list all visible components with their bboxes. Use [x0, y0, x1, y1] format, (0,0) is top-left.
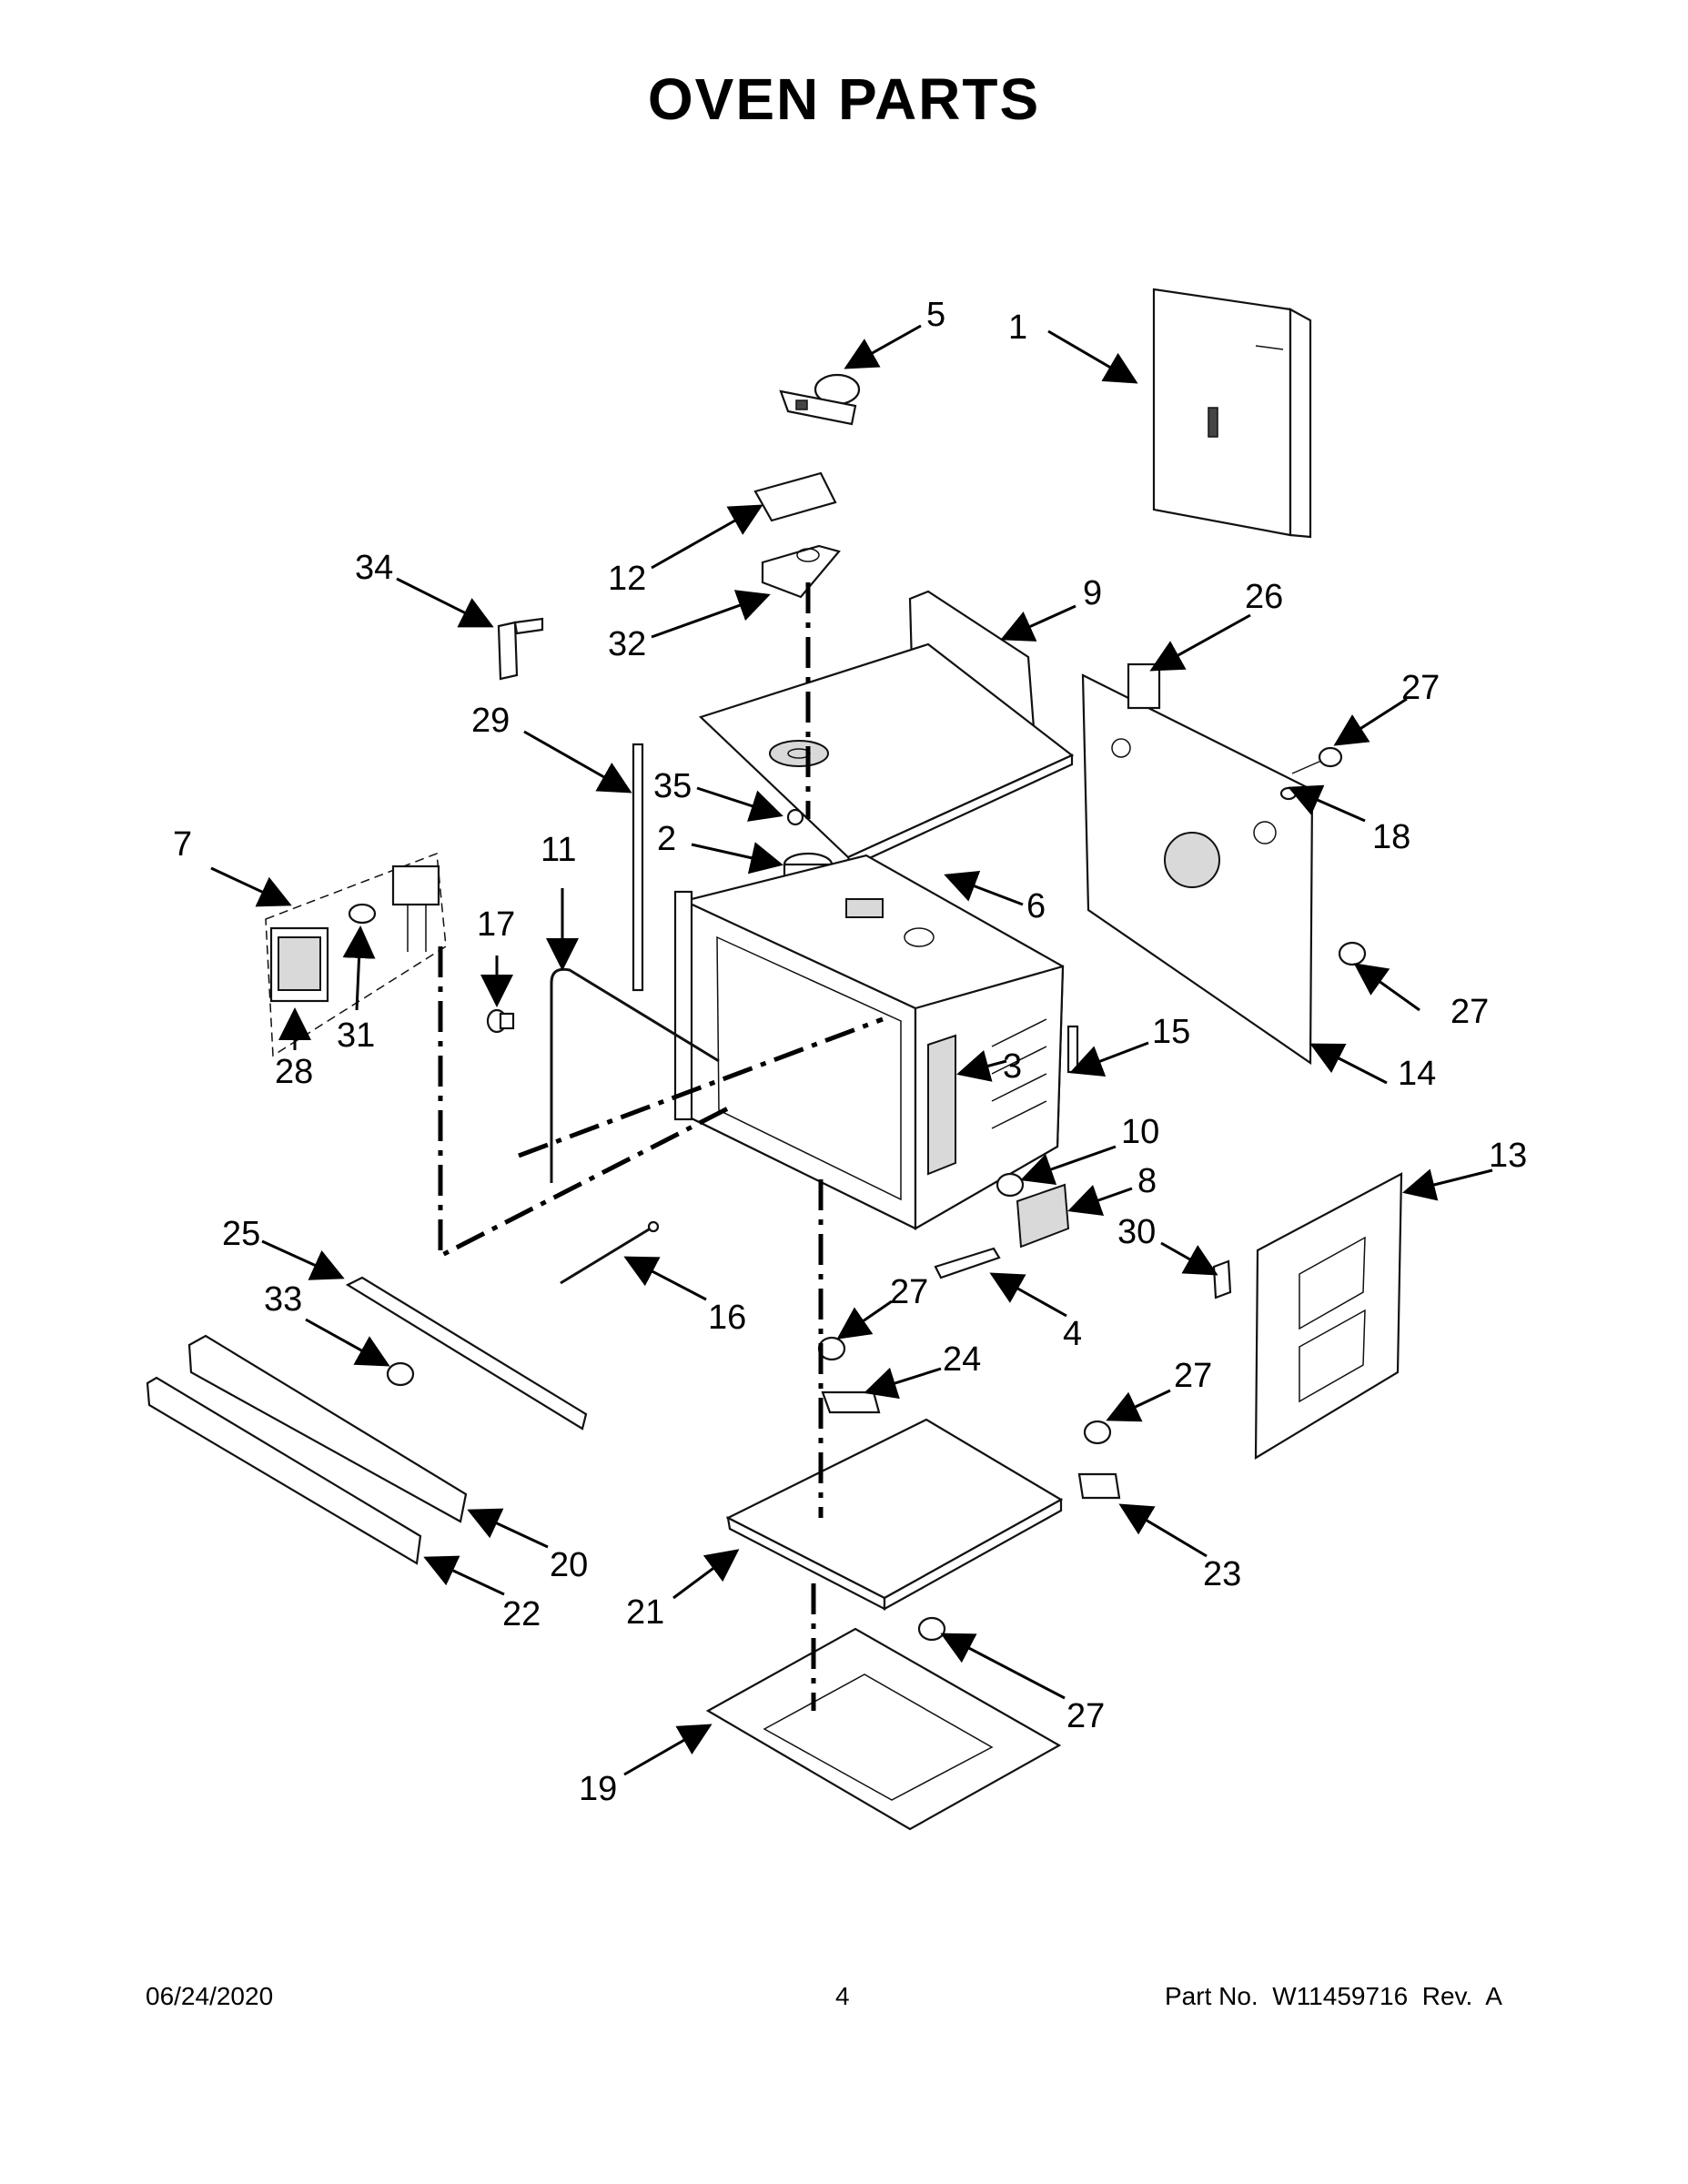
callout-11: 11: [541, 831, 576, 869]
callout-31: 31: [337, 1016, 375, 1055]
callout-20: 20: [550, 1546, 588, 1584]
callout-9: 9: [1083, 574, 1102, 612]
leader-arrows: [210, 324, 1493, 1776]
callout-26: 26: [1245, 578, 1283, 616]
callout-33: 33: [264, 1280, 302, 1319]
part-kit-group: [265, 852, 447, 1057]
callout-4: 4: [1063, 1315, 1082, 1353]
part-front-trims: [146, 1276, 588, 1565]
callout-labels: 1 5 12 32 34 9 26 27 18 29 35 2 6 27 14 …: [173, 296, 1527, 1808]
callout-23: 23: [1203, 1555, 1241, 1593]
callout-30: 30: [1117, 1213, 1156, 1251]
callout-27c: 27: [890, 1273, 928, 1311]
callout-17: 17: [477, 905, 515, 944]
page-title: OVEN PARTS: [647, 66, 1041, 132]
part-bottom-panel: [725, 1418, 1064, 1611]
callout-27d: 27: [1174, 1357, 1212, 1395]
part-knob: [486, 1008, 515, 1034]
callout-34: 34: [355, 549, 393, 587]
part-small-bracket: [497, 617, 544, 681]
part-back-panel: [1152, 288, 1312, 539]
part-right-side-panel: [1254, 1172, 1403, 1460]
callout-19: 19: [579, 1770, 617, 1808]
callout-12: 12: [608, 560, 646, 598]
part-oven-floor: [705, 1627, 1062, 1831]
part-vertical-strip: [632, 743, 644, 992]
callout-27a: 27: [1401, 669, 1440, 707]
callout-18: 18: [1372, 818, 1410, 856]
footer-date: 06/24/2020: [146, 1982, 274, 2010]
callout-1: 1: [1008, 308, 1027, 347]
callout-5: 5: [926, 296, 945, 334]
callout-14: 14: [1398, 1055, 1436, 1093]
part-top-brackets: [753, 471, 841, 599]
callout-22: 22: [502, 1595, 541, 1633]
callout-13: 13: [1489, 1137, 1527, 1175]
callout-15: 15: [1152, 1013, 1190, 1051]
part-screws-right: [1279, 746, 1367, 966]
callout-24: 24: [943, 1340, 981, 1379]
callout-2: 2: [657, 820, 676, 858]
callout-7: 7: [173, 825, 192, 864]
callout-28: 28: [275, 1053, 313, 1091]
callout-21: 21: [626, 1593, 664, 1632]
part-hinge: [934, 1247, 1001, 1279]
part-clip: [1212, 1259, 1232, 1299]
alignment-lines: [438, 582, 884, 1711]
callout-27b: 27: [1450, 993, 1489, 1031]
part-sensor-probe: [560, 1220, 660, 1285]
part-top-panel: [698, 642, 1075, 868]
callout-32: 32: [608, 625, 646, 663]
callout-27e: 27: [1066, 1697, 1105, 1735]
callout-6: 6: [1026, 887, 1046, 925]
footer-page-number: 4: [835, 1982, 850, 2010]
callout-16: 16: [708, 1299, 746, 1337]
part-oven-cavity: [673, 854, 1065, 1230]
callout-3: 3: [1003, 1047, 1022, 1086]
callout-35: 35: [653, 767, 692, 805]
part-thermostat: [779, 373, 861, 426]
part-side-panel: [1081, 662, 1314, 1066]
callout-10: 10: [1121, 1113, 1159, 1151]
footer-part-number: Part No. W11459716 Rev. A: [1165, 1982, 1502, 2010]
callout-8: 8: [1137, 1162, 1157, 1200]
callout-25: 25: [222, 1215, 260, 1253]
callout-29: 29: [471, 702, 510, 740]
